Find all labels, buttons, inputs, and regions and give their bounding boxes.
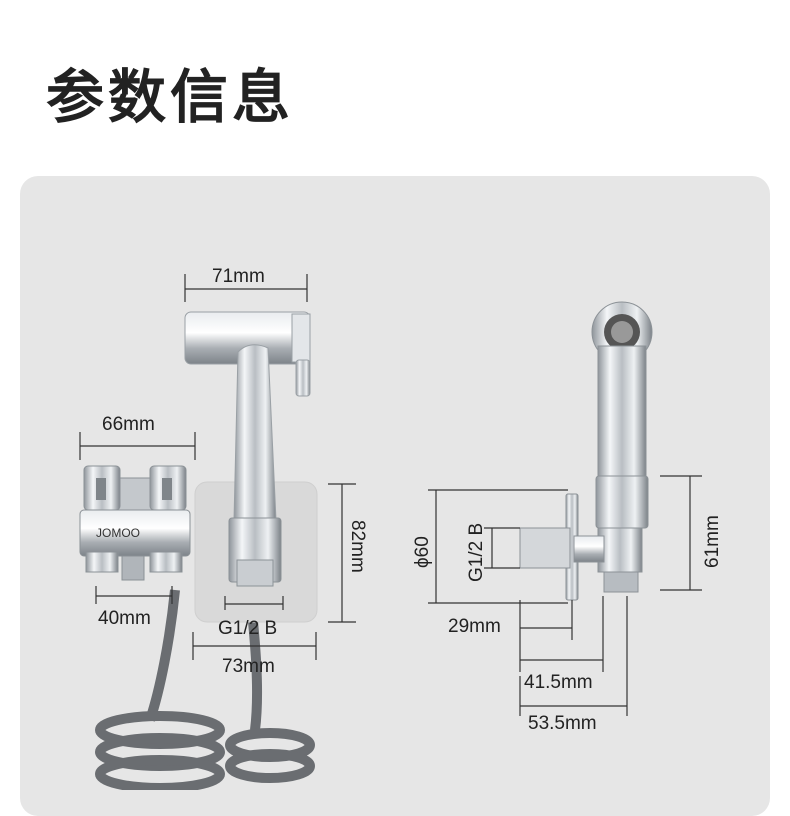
dim-side-diameter: ϕ60 (412, 536, 433, 568)
dim-holder-height: 82mm (347, 520, 368, 573)
page-title: 参数信息 (46, 63, 295, 131)
brand-logo: JOMOO (96, 526, 140, 540)
dim-holder-width: 73mm (222, 656, 275, 677)
dim-depth-41-5: 41.5mm (524, 672, 593, 693)
dim-valve-depth: 40mm (98, 608, 151, 629)
sprayer-side (519, 301, 653, 601)
product-diagram: JOMOO (79, 266, 723, 790)
sprayer-front (184, 311, 311, 587)
dim-holder-thread: G1/2 B (218, 618, 277, 639)
dim-handle-width: 71mm (212, 266, 265, 287)
coiled-hose (95, 589, 315, 790)
dim-side-thread: G1/2 B (466, 523, 487, 582)
dim-depth-53-5: 53.5mm (528, 713, 597, 734)
dim-depth-29: 29mm (448, 616, 501, 637)
angle-valve: JOMOO (79, 465, 191, 581)
dim-valve-width: 66mm (102, 414, 155, 435)
dim-side-height: 61mm (702, 515, 723, 568)
dimension-lines (79, 274, 702, 716)
